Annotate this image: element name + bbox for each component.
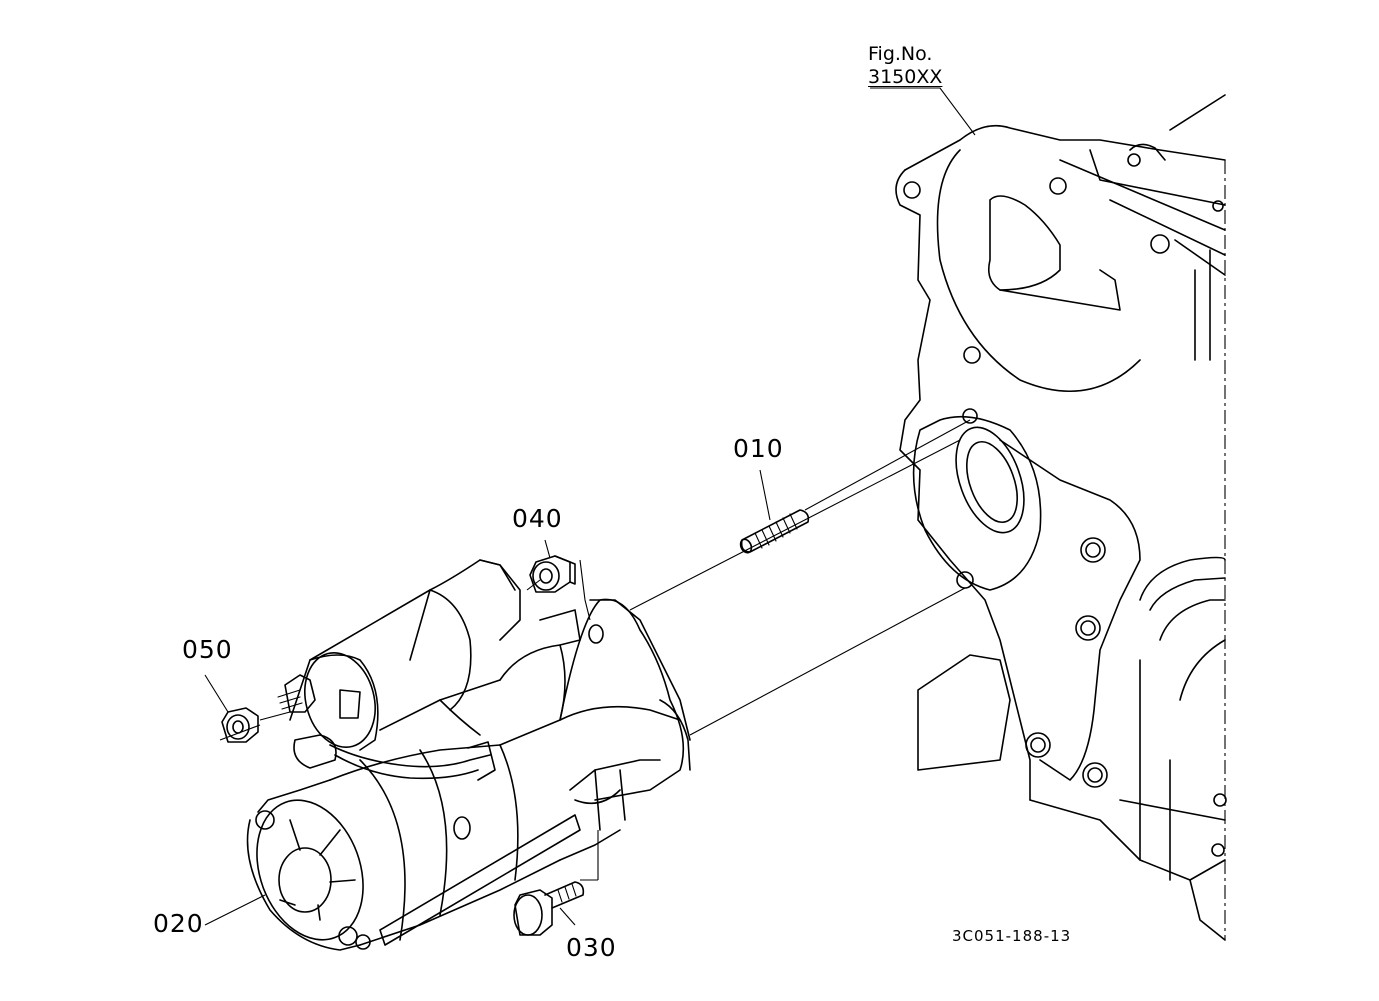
figure-reference-label: Fig.No. bbox=[868, 43, 933, 65]
part-label-040: 040 bbox=[512, 504, 563, 533]
figure-reference-number: 3150XX bbox=[868, 65, 943, 88]
part-label-050: 050 bbox=[182, 635, 233, 664]
part-label-010: 010 bbox=[733, 434, 784, 463]
part-label-030: 030 bbox=[566, 933, 617, 962]
figure-reference: Fig.No. 3150XX bbox=[868, 43, 942, 89]
drawing-code: 3C051-188-13 bbox=[952, 927, 1072, 945]
stud-010 bbox=[739, 509, 810, 554]
part-label-020: 020 bbox=[153, 909, 204, 938]
starter-motor bbox=[246, 559, 691, 951]
nut-040 bbox=[529, 555, 576, 593]
nut-050 bbox=[221, 707, 259, 743]
flywheel-housing bbox=[895, 94, 1227, 941]
leader-lines bbox=[204, 87, 976, 926]
bolt-030 bbox=[513, 881, 585, 936]
